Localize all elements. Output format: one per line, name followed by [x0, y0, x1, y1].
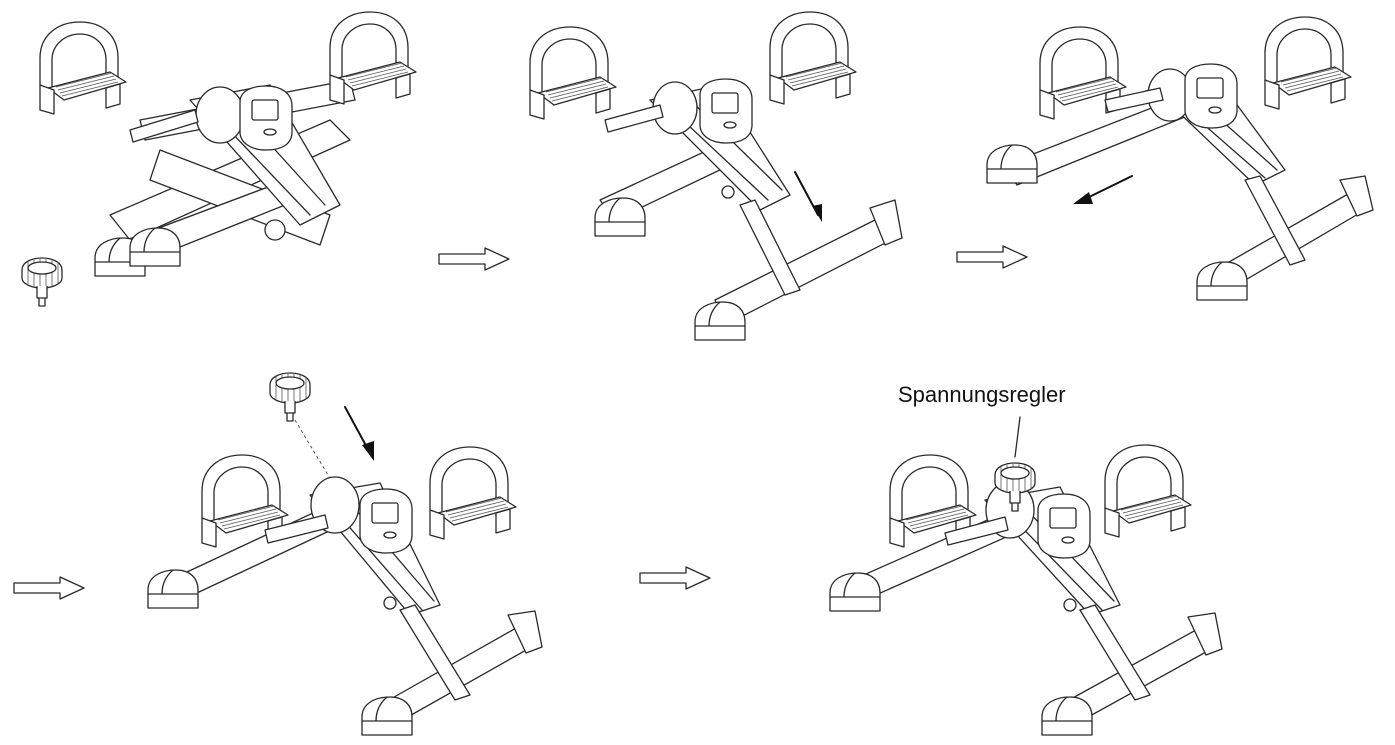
step-1-folded-bike [39, 11, 417, 277]
step-3-unfold-rear-bike [986, 16, 1374, 301]
step-4-insert-knob-bike [147, 372, 543, 736]
tension-knob-icon [21, 257, 63, 307]
step-5-assembled-bike [829, 416, 1223, 736]
step-2-unfold-front-bike [529, 11, 903, 341]
hollow-right-arrow-icon [13, 576, 85, 600]
hollow-right-arrow-icon [639, 566, 711, 590]
tension-regulator-label: Spannungsregler [898, 382, 1066, 407]
